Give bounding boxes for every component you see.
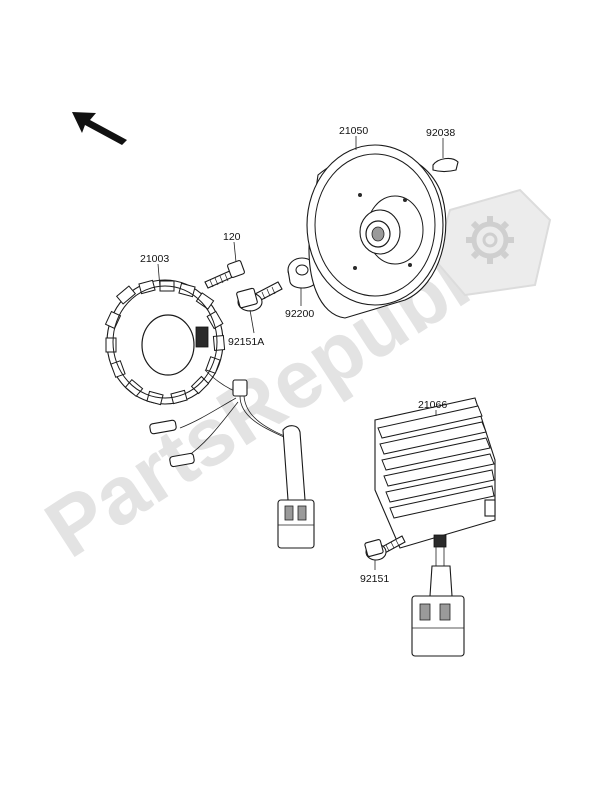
label-120: 120 bbox=[223, 231, 241, 243]
label-21066: 21066 bbox=[418, 399, 447, 411]
label-92151: 92151 bbox=[360, 573, 389, 585]
regulator-bolt bbox=[364, 535, 406, 561]
collar bbox=[287, 257, 317, 289]
flange-bolt bbox=[236, 281, 283, 312]
arrow-icon bbox=[72, 112, 127, 145]
leader-92151A bbox=[249, 309, 255, 334]
label-21050: 21050 bbox=[339, 125, 368, 137]
leader-lines bbox=[157, 136, 444, 570]
leader-120 bbox=[233, 241, 237, 263]
bolt bbox=[204, 260, 245, 289]
leader-21003 bbox=[157, 263, 161, 289]
label-92151A: 92151A bbox=[228, 336, 264, 348]
key bbox=[432, 157, 459, 173]
label-21003: 21003 bbox=[140, 253, 169, 265]
rotor bbox=[306, 144, 447, 319]
regulator bbox=[374, 397, 496, 657]
part-labels: 21003 120 92151A 92200 21050 92038 21066… bbox=[140, 125, 455, 585]
label-92038: 92038 bbox=[426, 127, 455, 139]
gear-icon bbox=[433, 188, 552, 297]
stator bbox=[104, 279, 315, 549]
label-92200: 92200 bbox=[285, 308, 314, 320]
